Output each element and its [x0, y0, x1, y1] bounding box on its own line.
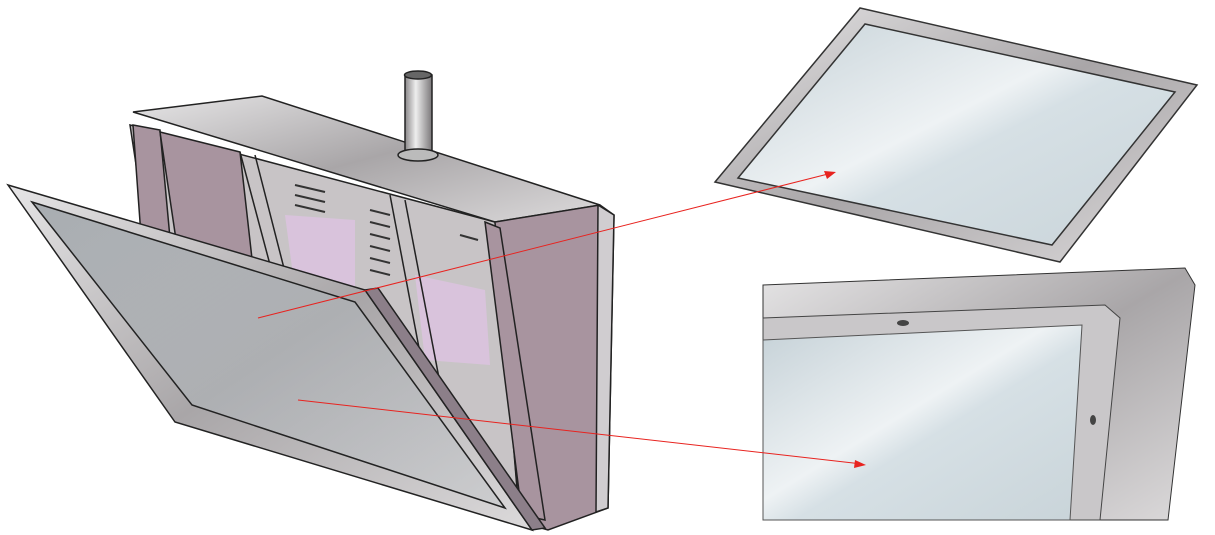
mounting-pole	[404, 74, 433, 156]
arrow-to-glass-panel	[257, 172, 833, 319]
vent-slots	[294, 184, 479, 276]
inner-side-wall	[484, 220, 546, 521]
screw-icon	[897, 320, 909, 326]
glass-panel-pane	[736, 23, 1177, 246]
callout-arrows	[257, 171, 866, 468]
arrowhead	[824, 171, 836, 179]
screw-icon	[1090, 415, 1096, 425]
side-frame	[595, 203, 615, 514]
glass-panel	[713, 7, 1199, 263]
open-door	[6, 183, 547, 532]
pole-base	[397, 148, 439, 162]
arrowhead	[854, 460, 866, 468]
door-glass	[29, 200, 507, 510]
detail-glass	[762, 324, 1083, 521]
pink-panel-2	[415, 275, 490, 365]
frame-detail	[762, 267, 1196, 521]
arrow-to-detail	[297, 399, 863, 465]
pole-top	[403, 70, 433, 80]
